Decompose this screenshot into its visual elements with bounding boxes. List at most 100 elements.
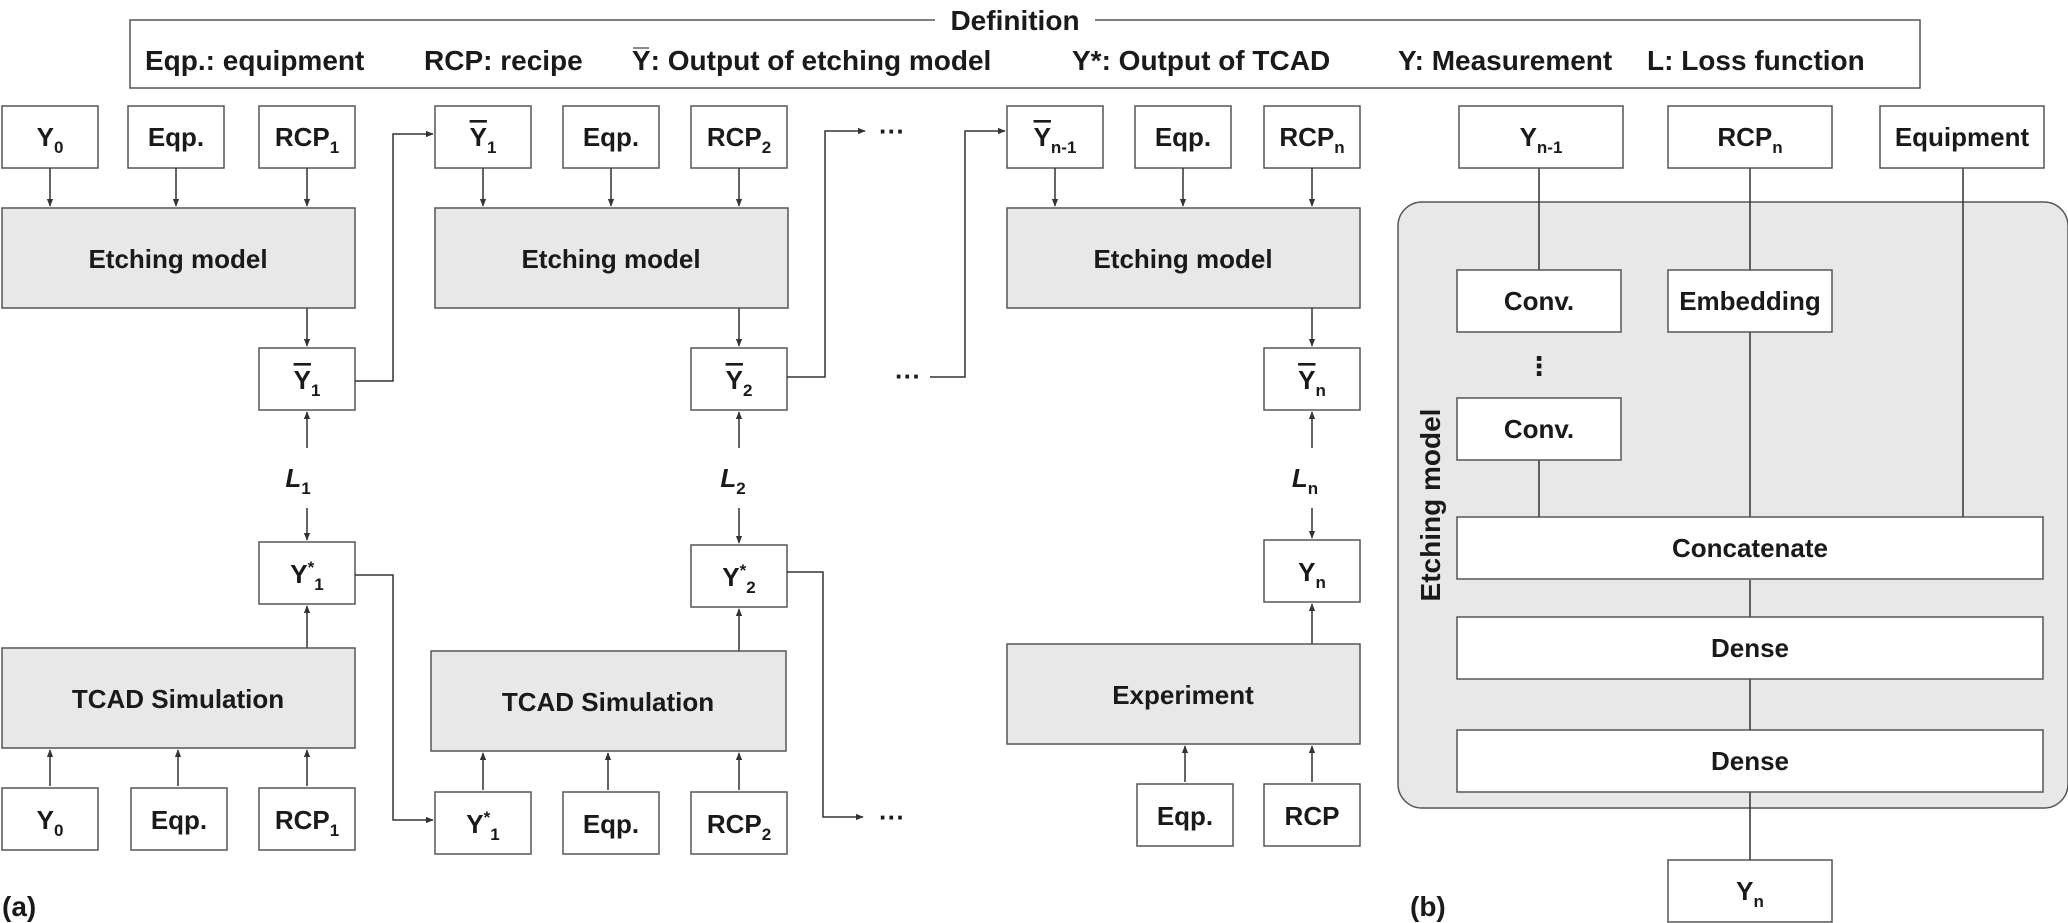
svg-text:Experiment: Experiment [1112, 680, 1254, 710]
svg-text:RCP1: RCP1 [275, 122, 339, 157]
panelb-embedding [1667, 269, 1833, 333]
stageN-input-rcpn [1263, 105, 1361, 169]
panelb-input-y-n-1 [1458, 105, 1624, 169]
stageN-loss-label: Ln [1292, 463, 1318, 498]
stage2-tcad-output [690, 544, 788, 608]
svg-text:Y2: Y2 [726, 365, 753, 400]
stageN-output-ybar-n [1263, 347, 1361, 411]
stage1-sim-input-y0 [1, 787, 99, 851]
panelb-conv-1 [1456, 269, 1622, 333]
svg-text:Eqp.: Eqp. [1155, 122, 1211, 152]
svg-text:Etching model: Etching model [1093, 244, 1272, 274]
connector-tcad2-to-next [787, 571, 864, 821]
stageN-etching-model [1006, 207, 1361, 309]
svg-text:Y1: Y1 [294, 365, 321, 400]
stageN-exp-input-eqp [1136, 783, 1234, 847]
svg-text:Eqp.: Eqp. [148, 122, 204, 152]
svg-text:Yn: Yn [1298, 557, 1326, 592]
stage2-etching-model [434, 207, 789, 309]
panelb-dense-1 [1456, 616, 2044, 680]
connector-ybar2-to-next [787, 127, 866, 378]
stage1-etching-model [1, 207, 356, 309]
svg-text:Yn-1: Yn-1 [1034, 122, 1077, 157]
etching-model-panel-title: Etching model [1415, 409, 1446, 602]
svg-text:Yn: Yn [1298, 365, 1326, 400]
svg-text:Y*2: Y*2 [722, 561, 755, 597]
definition-box: Definition Eqp.: equipment RCP: recipe Y… [129, 5, 1921, 89]
svg-text:RCPn: RCPn [1717, 122, 1782, 157]
stage2-input-ybar1 [434, 105, 532, 169]
svg-text:Eqp.: Eqp. [1157, 801, 1213, 831]
svg-text:Y1: Y1 [470, 122, 497, 157]
stage1-tcad-simulation [1, 647, 356, 749]
panelb-conv-2 [1456, 397, 1622, 461]
svg-text:Dense: Dense [1711, 746, 1789, 776]
svg-text:Eqp.: Eqp. [151, 805, 207, 835]
svg-text:Y0: Y0 [37, 122, 64, 157]
stage2-tcad-simulation [430, 650, 787, 752]
stage1-sim-input-rcp1 [258, 787, 356, 851]
svg-text:Embedding: Embedding [1679, 286, 1821, 316]
svg-text:Etching model: Etching model [88, 244, 267, 274]
stage1-output-ybar1 [258, 347, 356, 411]
panelb-vdots: ⋮ [1526, 351, 1552, 381]
panel-b: Etching model Yn-1 RCPn Equipment Conv. … [1397, 105, 2068, 923]
definition-item-eqp: Eqp.: equipment [145, 45, 364, 76]
connector-tcad1-to-stage2 [355, 574, 434, 824]
svg-text:Y*1: Y*1 [290, 558, 323, 594]
definition-item-loss: L: Loss function [1647, 45, 1865, 76]
definition-item-ystar: Y*: Output of TCAD [1072, 45, 1330, 76]
stageN-input-ybar-n-1 [1006, 105, 1104, 169]
svg-text:Conv.: Conv. [1504, 414, 1574, 444]
stage2-output-ybar2 [690, 347, 788, 411]
definition-item-y: Y: Measurement [1398, 45, 1612, 76]
panel-a-label: (a) [2, 891, 36, 922]
stage1-input-y0 [1, 105, 99, 169]
svg-text:RCP: RCP [1285, 801, 1340, 831]
svg-text:Y0: Y0 [37, 805, 64, 840]
ellipsis-bottom: ··· [879, 802, 905, 832]
svg-text:RCP2: RCP2 [707, 122, 771, 157]
svg-text:Concatenate: Concatenate [1672, 533, 1828, 563]
svg-text:Dense: Dense [1711, 633, 1789, 663]
stageN-measurement-yn [1263, 539, 1361, 603]
panel-b-label: (b) [1410, 891, 1446, 922]
ellipsis-top: ··· [879, 116, 905, 146]
svg-text:TCAD Simulation: TCAD Simulation [72, 684, 284, 714]
svg-text:Eqp.: Eqp. [583, 809, 639, 839]
svg-text:Yn: Yn [1736, 876, 1764, 911]
stage2-input-rcp2 [690, 105, 788, 169]
panelb-dense-2 [1456, 729, 2044, 793]
stage1-input-eqp [127, 105, 225, 169]
stage2-sim-input-rcp2 [690, 791, 788, 855]
stage1-tcad-output [258, 541, 356, 605]
stage1-sim-input-eqp [130, 787, 228, 851]
stage-1: Y0 Eqp. RCP1 Etching model Y1 L1 Y*1 TCA… [1, 105, 356, 851]
svg-text:Y*1: Y*1 [466, 808, 499, 844]
stage2-sim-input-eqp [562, 791, 660, 855]
svg-text:Yn-1: Yn-1 [1520, 122, 1563, 157]
panelb-input-equipment [1879, 105, 2045, 169]
stage1-loss-label: L1 [285, 463, 310, 498]
stage-2: Y1 Eqp. RCP2 Etching model Y2 L2 Y*2 TCA… [430, 105, 789, 855]
stage-n: Yn-1 Eqp. RCPn Etching model Yn Ln Yn Ex… [1006, 105, 1361, 847]
svg-text:TCAD Simulation: TCAD Simulation [502, 687, 714, 717]
svg-text:Equipment: Equipment [1895, 122, 2030, 152]
stage2-loss-label: L2 [720, 463, 745, 498]
ellipsis-middle: ··· [895, 361, 921, 391]
definition-item-ybar: Y̅: Output of etching model [632, 45, 991, 76]
stage2-input-eqp [562, 105, 660, 169]
stage2-sim-input-ystar1 [434, 791, 532, 855]
definition-title: Definition [950, 5, 1079, 36]
connector-ybar1-to-stage2 [355, 130, 434, 382]
svg-text:Etching model: Etching model [521, 244, 700, 274]
stage1-input-rcp1 [258, 105, 356, 169]
panelb-output-yn [1667, 859, 1833, 923]
stageN-exp-input-rcp [1263, 783, 1361, 847]
svg-text:Conv.: Conv. [1504, 286, 1574, 316]
panelb-concatenate [1456, 516, 2044, 580]
svg-text:RCP1: RCP1 [275, 805, 339, 840]
definition-item-rcp: RCP: recipe [424, 45, 583, 76]
connector-prev-to-stageN [930, 127, 1006, 378]
